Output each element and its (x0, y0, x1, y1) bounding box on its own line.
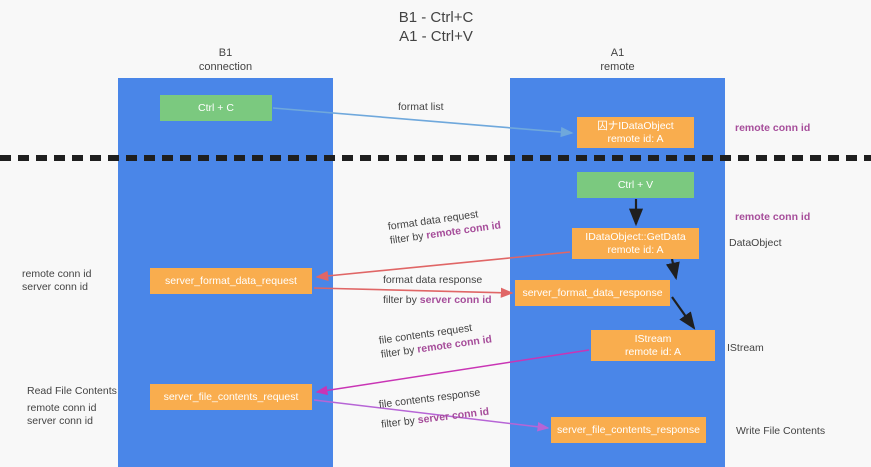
edge-label-line1: format data response (383, 274, 483, 286)
arrow-response-to-istream (671, 296, 696, 330)
annotation-left-mid-server: server conn id (22, 281, 88, 293)
edge-label-filter-prefix: filter by (383, 294, 420, 306)
annotation-remote-conn-id-mid: remote conn id (735, 211, 811, 223)
node-server-format-data-response[interactable]: server_format_data_response (515, 280, 670, 306)
swimlane-header-a1: A1 remote (600, 47, 635, 73)
node-server-file-contents-request[interactable]: server_file_contents_request (150, 384, 312, 410)
edge-label-filter-key: server conn id (419, 294, 492, 306)
annotation-left-mid-remote: remote conn id (22, 268, 92, 280)
annotation-read-file-contents: Read File Contents (27, 385, 117, 397)
arrow-format-list (272, 107, 574, 138)
arrow-format-data-response (313, 287, 514, 298)
annotation-remote-conn-id-top: remote conn id (735, 122, 811, 134)
page-title: B1 - Ctrl+C A1 - Ctrl+V (398, 9, 474, 45)
annotation-left-low-remote: remote conn id (27, 402, 97, 414)
annotation-left-conn-ids-low: remote conn id server conn id (27, 402, 96, 428)
node-server-file-contents-response[interactable]: server_file_contents_response (551, 417, 706, 443)
node-ctrl-c[interactable]: Ctrl + C (160, 95, 272, 121)
annotation-dataobject: DataObject (729, 237, 782, 249)
edge-label-line2: filter by server conn id (383, 293, 492, 307)
node-server-format-data-request[interactable]: server_format_data_request (150, 268, 312, 294)
edge-label-format-list: format list (398, 101, 444, 113)
node-istream[interactable]: IStream remote id: A (591, 330, 715, 361)
node-idataobject[interactable]: 囚ナIDataObject remote id: A (577, 117, 694, 148)
node-ctrl-v[interactable]: Ctrl + V (577, 172, 694, 198)
annotation-istream: IStream (727, 342, 764, 354)
swimlane-header-b1: B1 connection (198, 47, 253, 73)
arrow-format-data-request (315, 251, 571, 281)
arrow-file-contents-response (313, 399, 550, 432)
node-idataobject-getdata[interactable]: IDataObject::GetData remote id: A (572, 228, 699, 259)
edge-label-format-data-response: format data response filter by server co… (383, 273, 492, 307)
arrow-getdata-to-response (665, 258, 680, 281)
annotation-left-low-server: server conn id (27, 415, 93, 427)
annotation-left-conn-ids-mid: remote conn id server conn id (22, 268, 91, 294)
annotation-write-file-contents: Write File Contents (736, 425, 826, 437)
divider-dashed-line (0, 155, 871, 161)
arrow-file-contents-request (315, 349, 590, 396)
